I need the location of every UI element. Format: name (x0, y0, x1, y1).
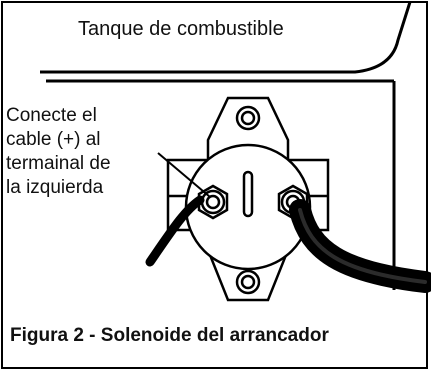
positive-wire (145, 195, 205, 267)
fuel-tank-outline (40, 1, 412, 290)
connection-note: Conecte el cable (+) al termainal de la … (6, 105, 111, 198)
fuel-tank-label: Tanque de combustible (78, 18, 284, 40)
pointer-line (157, 152, 211, 198)
figure-caption: Figura 2 - Solenoide del arrancador (10, 325, 329, 346)
